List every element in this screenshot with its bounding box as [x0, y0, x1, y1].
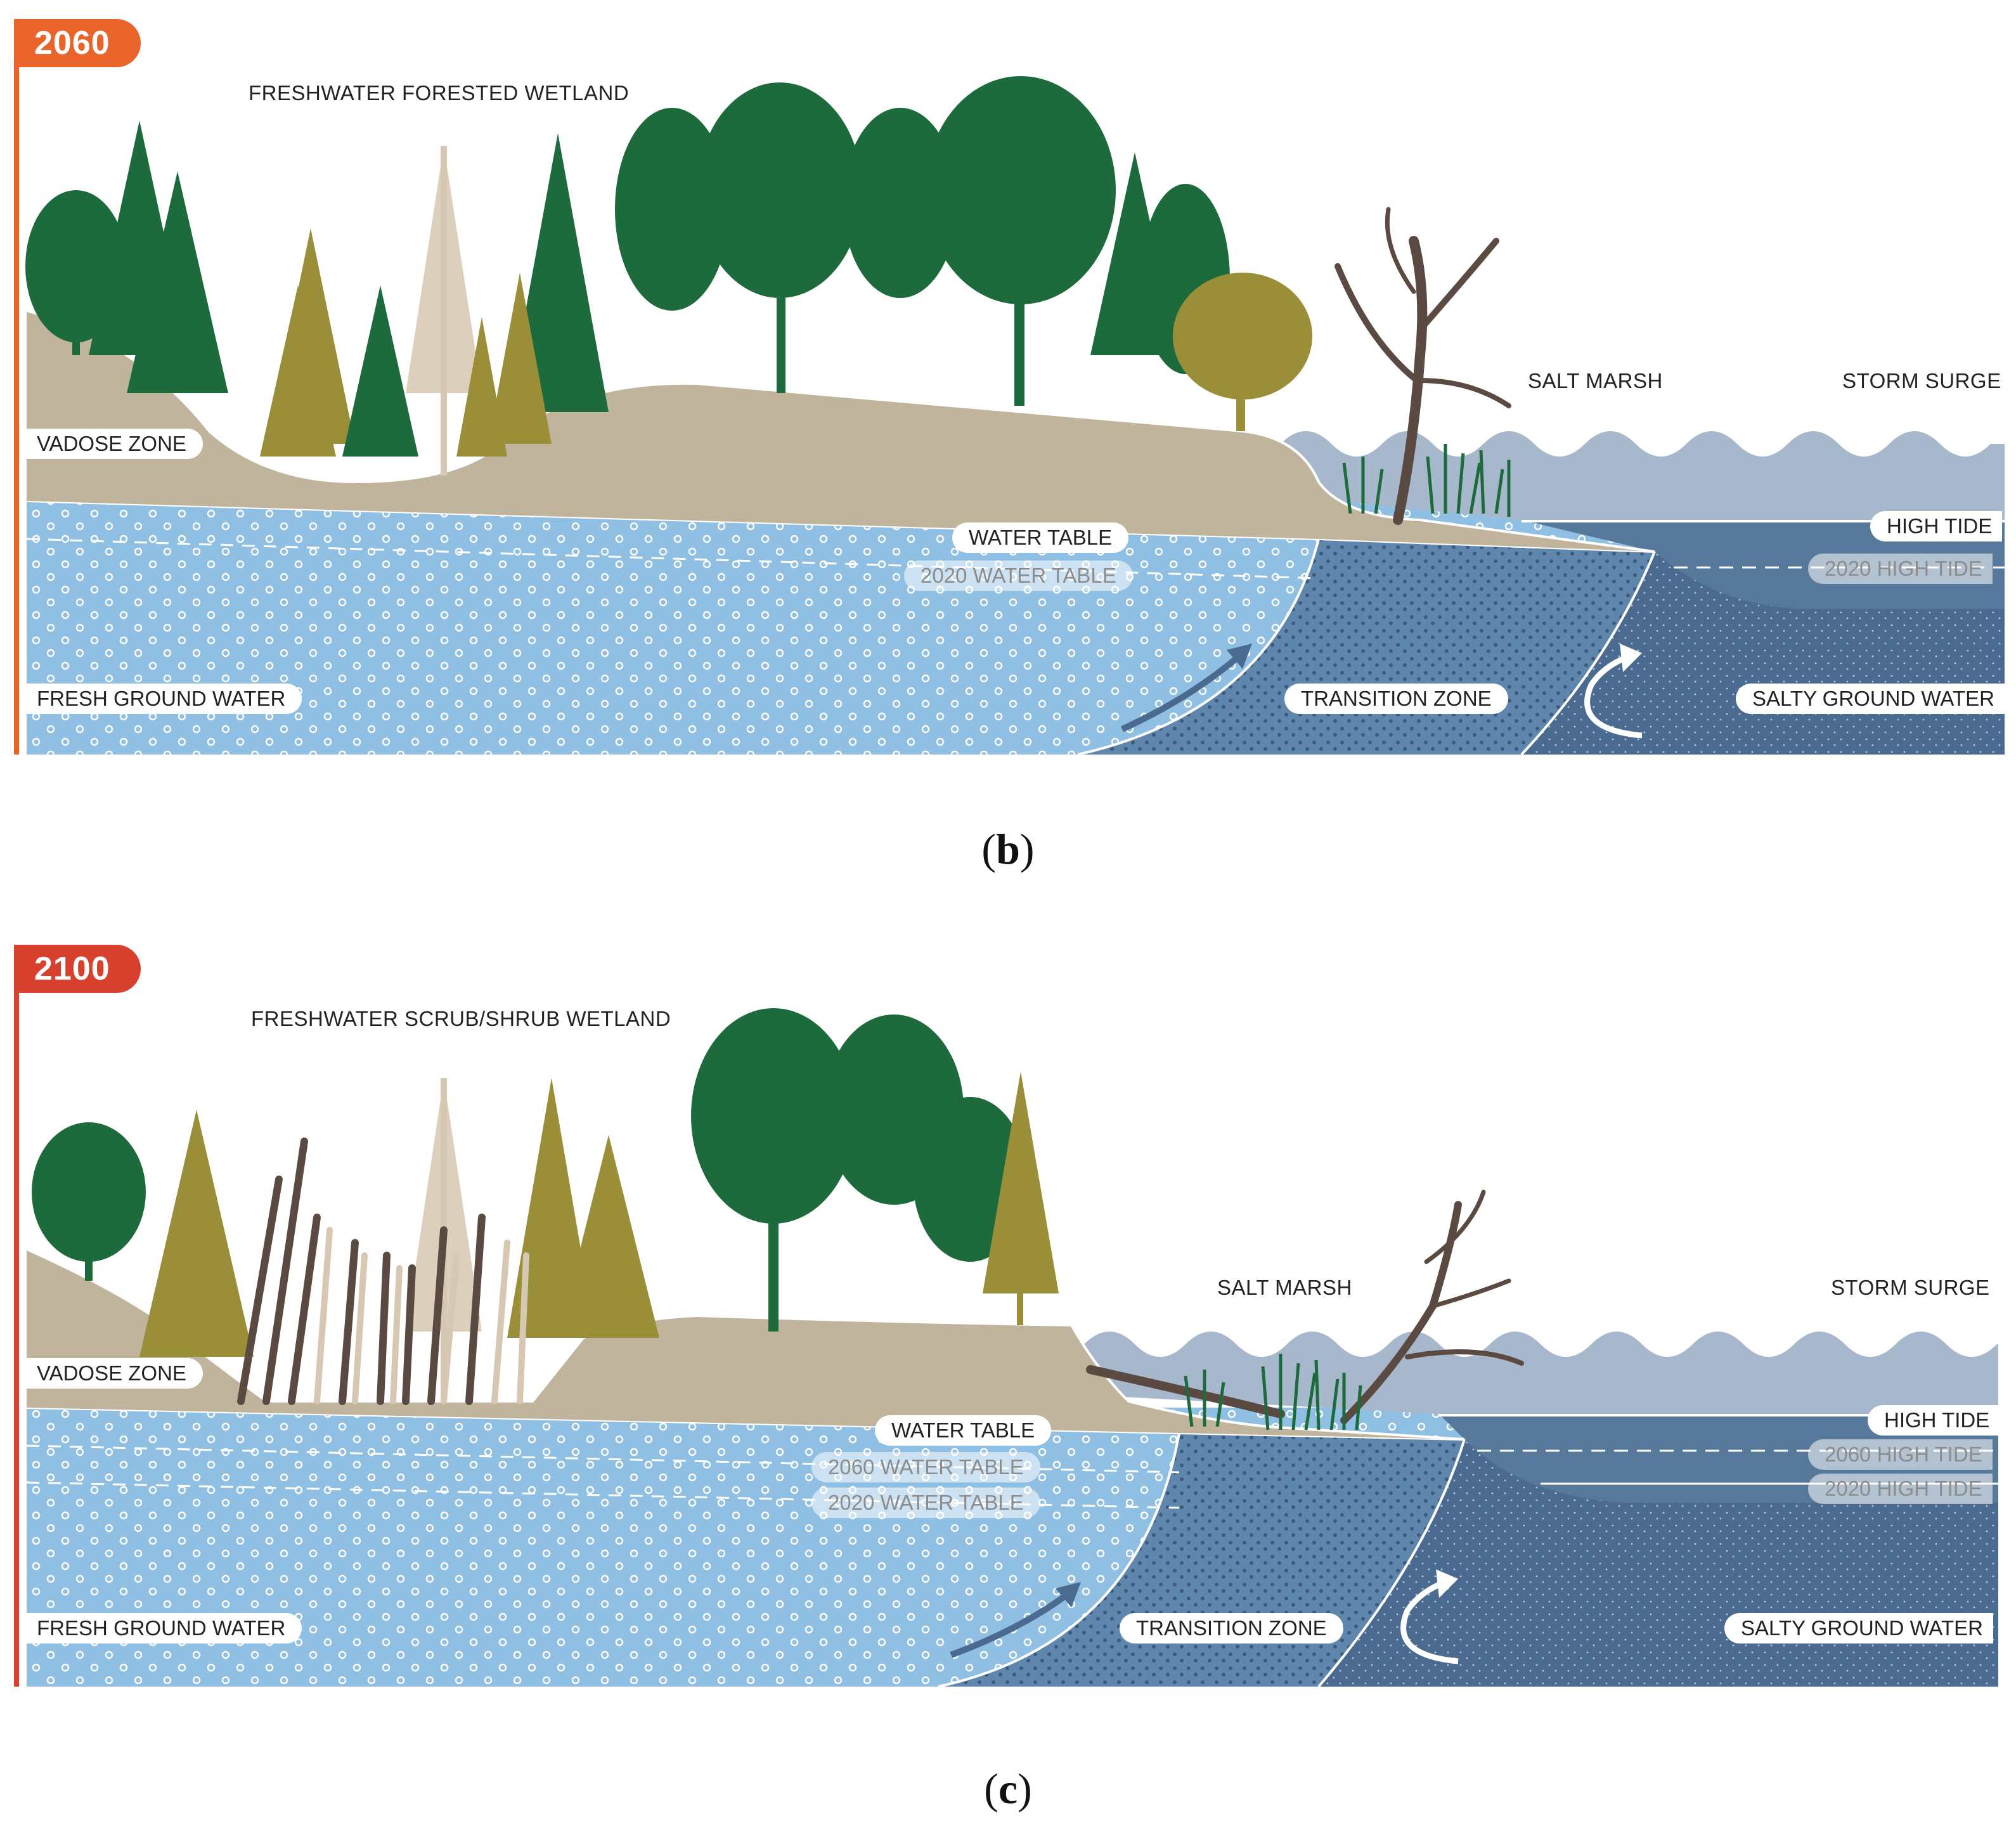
old-water-table-label: 2060 WATER TABLE	[811, 1452, 1040, 1482]
panel-2060: 2060 FRESHWATER FORESTED WETLAND SALT MA…	[0, 0, 2016, 888]
old-water-table-label: 2020 WATER TABLE	[904, 561, 1133, 591]
water-table-label: WATER TABLE	[875, 1415, 1052, 1446]
storm-surge-label: STORM SURGE	[1842, 369, 2001, 392]
high-tide-label: HIGH TIDE	[1870, 511, 2003, 541]
year-bar-2060	[14, 25, 19, 755]
old-high-tide-label: 2060 HIGH TIDE	[1808, 1439, 1993, 1470]
panel-2100-illustration	[26, 1008, 1998, 1688]
sea-area	[1522, 520, 2005, 609]
wetland-label: FRESHWATER FORESTED WETLAND	[249, 81, 630, 105]
panel-2060-illustration	[25, 76, 2005, 756]
fresh-flow-arrow	[950, 1588, 1073, 1658]
salt-return-arrow	[1584, 653, 1643, 739]
soil-profile	[27, 1249, 1464, 1439]
tree-canopy	[25, 76, 1312, 476]
vadose-zone-label: VADOSE ZONE	[27, 429, 203, 459]
soil-profile	[27, 311, 1655, 552]
water-table-label: WATER TABLE	[952, 522, 1129, 553]
fresh-ground-water-label: FRESH GROUND WATER	[27, 684, 302, 714]
marsh-grass	[1342, 444, 1511, 517]
older-high-tide-label: 2020 HIGH TIDE	[1808, 1474, 1993, 1504]
salty-ground-water-label: SALTY GROUND WATER	[1724, 1613, 1993, 1643]
dead-tree-snag	[1334, 207, 1511, 525]
caption-c: (c)	[984, 1765, 1032, 1813]
fresh-flow-arrow	[1120, 651, 1245, 732]
marsh-grass	[1184, 1354, 1362, 1430]
storm-surge-waves	[1281, 431, 2005, 520]
panel-2100: 2100 FRESHWATER SCRUB/SHRUB WETLAND SALT…	[0, 926, 2016, 1828]
wetland-label: FRESHWATER SCRUB/SHRUB WETLAND	[251, 1007, 671, 1030]
year-badge-2100: 2100	[14, 945, 141, 993]
salt-return-arrow	[1400, 1579, 1459, 1664]
high-tide-label: HIGH TIDE	[1868, 1405, 2000, 1436]
transition-zone-area	[1078, 539, 1655, 755]
fresh-ground-water-label: FRESH GROUND WATER	[27, 1613, 302, 1643]
year-bar-2100	[14, 951, 19, 1687]
year-badge-2060: 2060	[14, 19, 141, 67]
fallen-tree	[1086, 1189, 1524, 1424]
vadose-zone-label: VADOSE ZONE	[27, 1358, 203, 1389]
old-high-tide-label: 2020 HIGH TIDE	[1808, 554, 1993, 584]
salt-marsh-label: SALT MARSH	[1528, 369, 1663, 392]
salt-marsh-label: SALT MARSH	[1217, 1276, 1352, 1299]
storm-surge-label: STORM SURGE	[1831, 1276, 1990, 1299]
standing-dead-snags	[237, 1138, 529, 1405]
salty-ground-water-label: SALTY GROUND WATER	[1736, 684, 2005, 714]
transition-zone-label: TRANSITION ZONE	[1284, 684, 1508, 714]
caption-b: (b)	[981, 825, 1035, 873]
transition-zone-label: TRANSITION ZONE	[1120, 1613, 1343, 1643]
older-water-table-label: 2020 WATER TABLE	[811, 1488, 1040, 1518]
